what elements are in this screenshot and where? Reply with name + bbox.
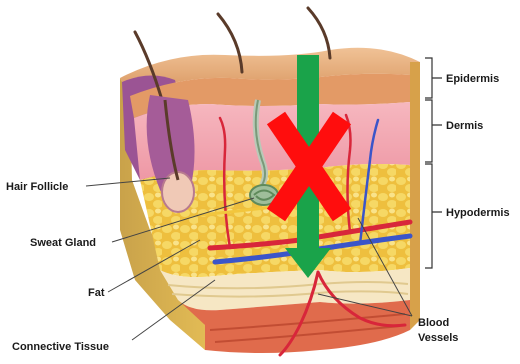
hair-right bbox=[308, 8, 330, 58]
label-epidermis: Epidermis bbox=[446, 73, 499, 85]
label-hypodermis: Hypodermis bbox=[446, 207, 510, 219]
right-edge bbox=[410, 62, 420, 330]
label-connective-tissue: Connective Tissue bbox=[12, 341, 109, 353]
label-hair-follicle: Hair Follicle bbox=[6, 181, 68, 193]
label-dermis: Dermis bbox=[446, 120, 483, 132]
hypodermis-bracket bbox=[425, 164, 442, 268]
right-brackets bbox=[425, 58, 442, 268]
label-blood-vessels-line2: Vessels bbox=[418, 332, 458, 344]
label-fat: Fat bbox=[88, 287, 105, 299]
epidermis-bracket bbox=[425, 58, 442, 98]
dermis-bracket bbox=[425, 100, 442, 162]
label-blood-vessels-line1: Blood bbox=[418, 317, 449, 329]
label-sweat-gland: Sweat Gland bbox=[30, 237, 96, 249]
